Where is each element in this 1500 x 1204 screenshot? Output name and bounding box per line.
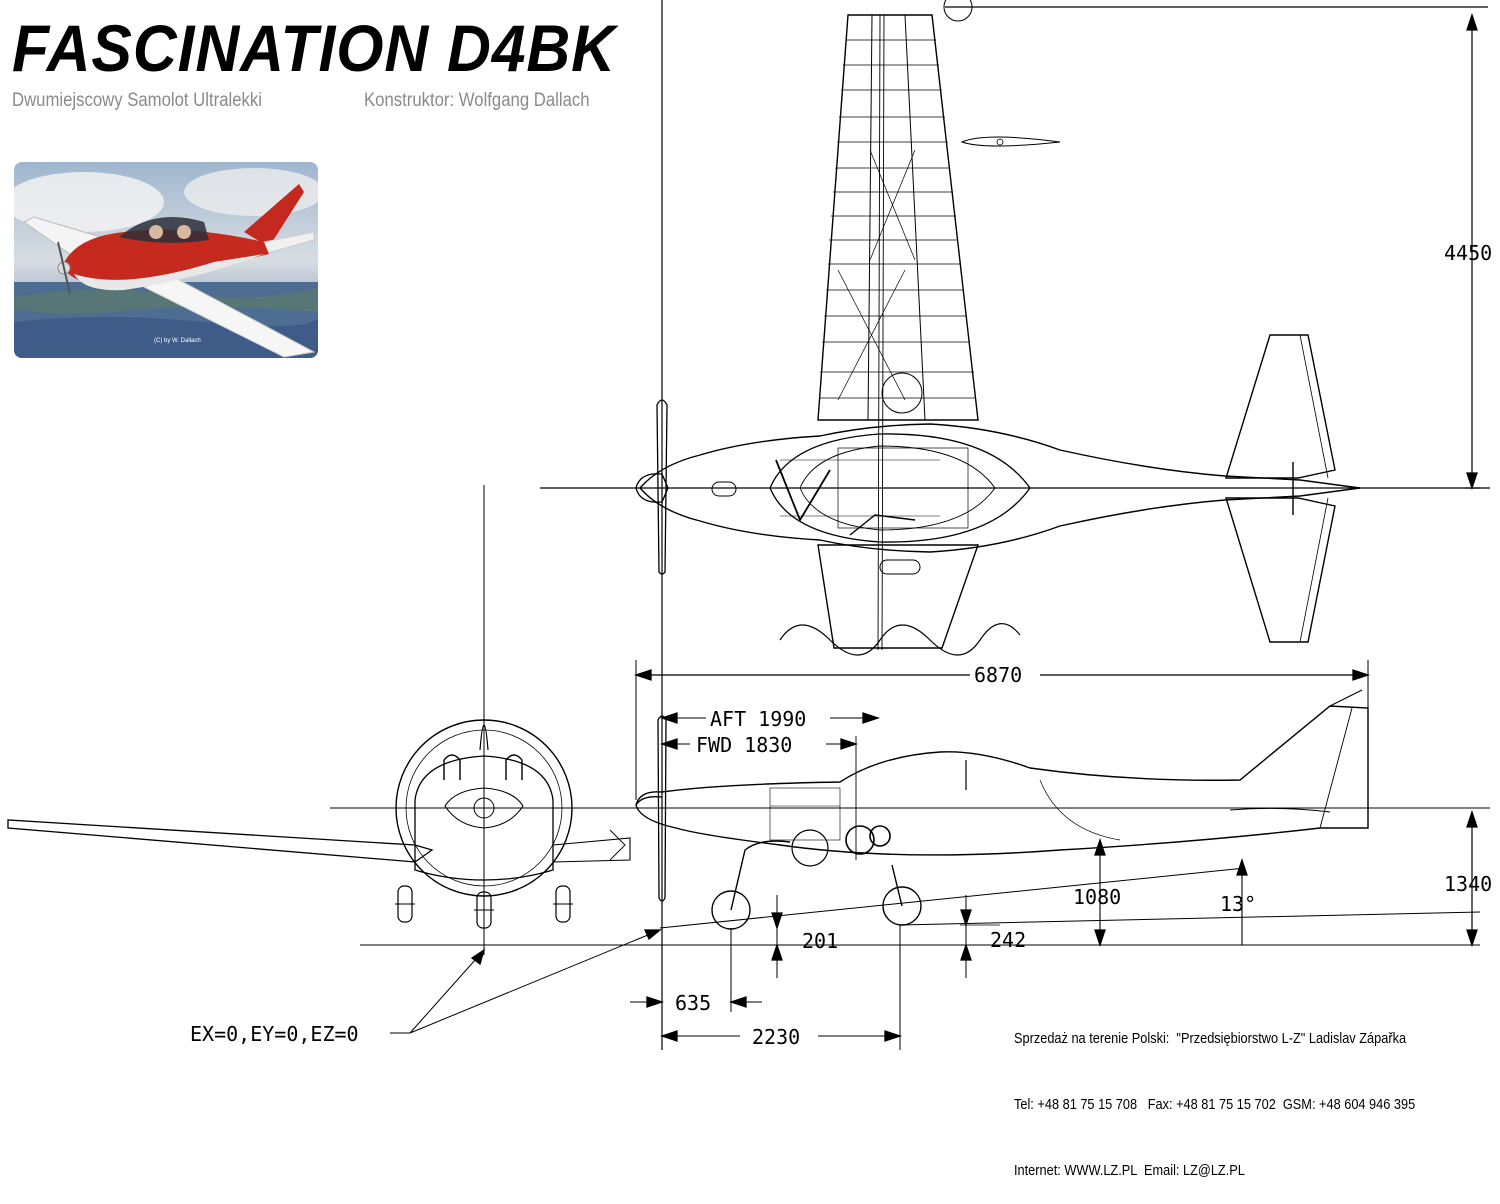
dim-242: 242 [990, 928, 1026, 952]
dim-635: 635 [675, 991, 711, 1015]
dim-length: 6870 [974, 663, 1022, 687]
contact-phone: Tel: +48 81 75 15 708 Fax: +48 81 75 15 … [1014, 1097, 1416, 1113]
datum-note: EX=0,EY=0,EZ=0 [190, 1022, 359, 1046]
subtitle-designer: Konstruktor: Wolfgang Dallach [364, 90, 590, 111]
page-title: FASCINATION D4BK [12, 11, 616, 85]
dim-gear-height: 1080 [1073, 885, 1121, 909]
contact-web-email[interactable]: Internet: WWW.LZ.PL Email: LZ@LZ.PL [1014, 1163, 1245, 1179]
contact-distributor: Sprzedaż na terenie Polski: "Przedsiębio… [1014, 1031, 1407, 1047]
aircraft-photo: (C) by W. Dallach [14, 162, 318, 358]
dim-span: 4450 [1444, 241, 1492, 265]
dim-tail-angle: 13° [1220, 892, 1256, 916]
dim-height: 1340 [1444, 872, 1492, 896]
dim-2230: 2230 [752, 1025, 800, 1049]
dim-201: 201 [802, 929, 838, 953]
top-view [540, 0, 1490, 1050]
sales-contact: Sprzedaż na terenie Polski: "Przedsiębio… [1014, 984, 1415, 1204]
subtitle-aircraft-type: Dwumiejscowy Samolot Ultralekki [12, 90, 262, 111]
dim-aft: AFT 1990 [710, 707, 806, 731]
dim-fwd: FWD 1830 [696, 733, 792, 757]
side-view [330, 660, 1490, 1050]
three-view-drawing: 4450 6870 AFT 1990 FWD 1830 1340 1080 13… [7, 0, 1492, 1050]
photo-copyright: (C) by W. Dallach [154, 338, 201, 344]
front-view [7, 485, 662, 1034]
